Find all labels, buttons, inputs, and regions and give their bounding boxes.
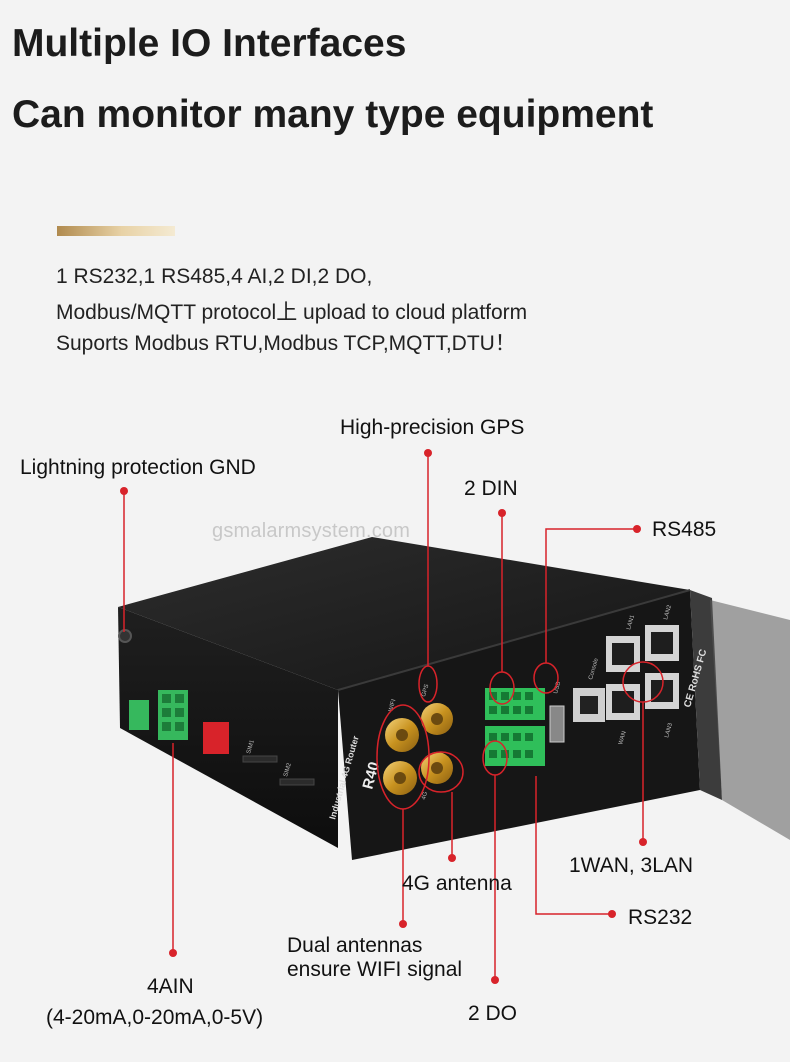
description-line-1: 1 RS232,1 RS485,4 AI,2 DI,2 DO, bbox=[56, 265, 373, 288]
gold-divider bbox=[57, 226, 175, 236]
sim1-slot bbox=[242, 755, 278, 763]
lan-callout: 1WAN, 3LAN bbox=[569, 854, 694, 877]
do-terminal bbox=[485, 726, 545, 766]
din-callout: 2 DIN bbox=[464, 477, 518, 500]
lan-ports bbox=[606, 625, 679, 720]
rs232-callout: RS232 bbox=[628, 906, 693, 929]
do-callout: 2 DO bbox=[468, 1002, 518, 1025]
4g-port-label: 4G bbox=[421, 791, 429, 801]
watermark: gsmalarmsystem.com bbox=[212, 520, 411, 542]
callout-dots bbox=[120, 449, 647, 984]
antenna-4g-callout: 4G antenna bbox=[402, 872, 512, 895]
gnd-callout: Lightning protection GND bbox=[20, 456, 256, 479]
heading-line-2: Can monitor many type equipment bbox=[12, 93, 654, 136]
lan2-label: LAN2 bbox=[663, 604, 673, 621]
description-line-2: Modbus/MQTT protocol上 upload to cloud pl… bbox=[56, 301, 528, 324]
rs485-callout: RS485 bbox=[652, 518, 717, 541]
gps-port-label: GPS bbox=[421, 684, 430, 698]
router-top-face bbox=[118, 537, 690, 690]
lan3-label: LAN3 bbox=[664, 722, 674, 739]
gps-callout: High-precision GPS bbox=[340, 416, 525, 439]
heading-line-1: Multiple IO Interfaces bbox=[12, 22, 407, 65]
callout-lines bbox=[123, 453, 664, 980]
description-line-3: Suports Modbus RTU,Modbus TCP,MQTT,DTU！ bbox=[56, 332, 516, 355]
usb-port bbox=[549, 705, 565, 743]
wifi-callout-line-1: Dual antennas bbox=[287, 934, 423, 957]
lan1-label: LAN1 bbox=[626, 614, 636, 631]
ain-callout-line-2: (4-20mA,0-20mA,0-5V) bbox=[46, 1006, 264, 1029]
usb-label: USB bbox=[553, 681, 562, 695]
sim1-label: SIM1 bbox=[246, 739, 256, 755]
gnd-screw bbox=[118, 629, 132, 643]
wifi-callout-line-2: ensure WIFI signal bbox=[287, 958, 463, 981]
ain-terminal-small bbox=[129, 700, 149, 730]
ain-callout-line-1: 4AIN bbox=[147, 975, 194, 998]
wan-label: WAN bbox=[618, 731, 628, 746]
sim2-slot bbox=[279, 778, 315, 786]
dip-switch bbox=[203, 722, 229, 754]
wifi-port-label: WIFI bbox=[388, 698, 397, 712]
sim2-label: SIM2 bbox=[283, 762, 293, 778]
